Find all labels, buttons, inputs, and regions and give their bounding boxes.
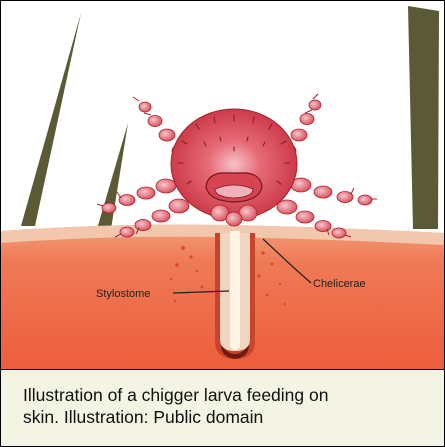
chigger-mite xyxy=(97,94,377,238)
label-stylostome: Stylostome xyxy=(96,288,150,300)
caption-line-2: skin. Illustration: Public domain xyxy=(23,406,434,428)
caption-line-1: Illustration of a chigger larva feeding … xyxy=(23,384,434,406)
chigger-illustration: Stylostome Chelicerae xyxy=(1,1,444,369)
label-chelicerae: Chelicerae xyxy=(313,278,366,290)
stylostome-tube xyxy=(215,231,255,359)
figure-caption: Illustration of a chigger larva feeding … xyxy=(1,369,444,446)
